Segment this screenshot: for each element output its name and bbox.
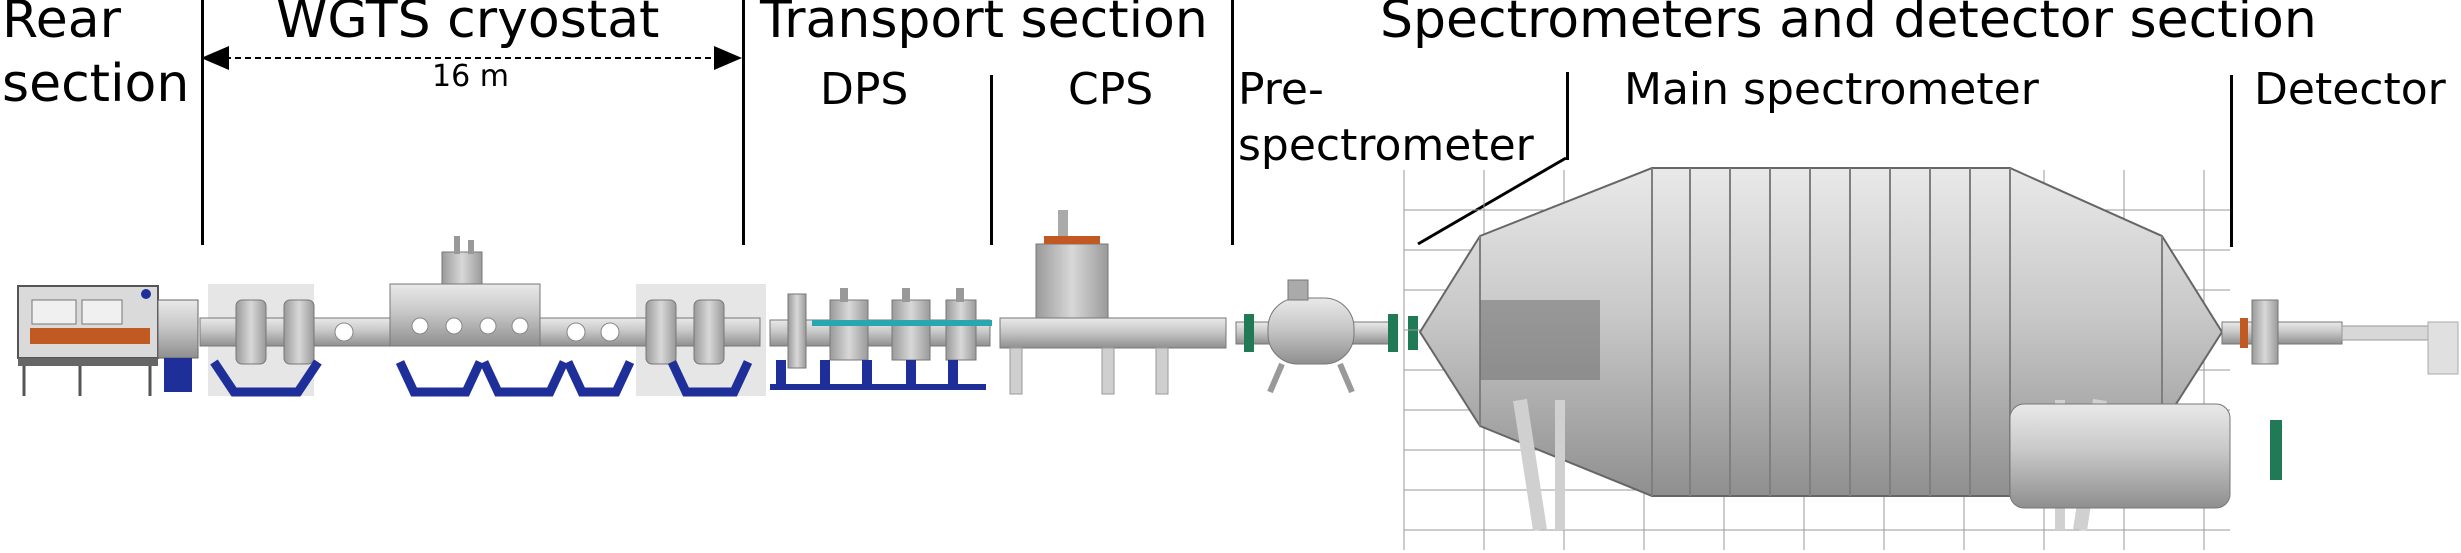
main-spectrometer-label: Main spectrometer: [1624, 64, 2039, 115]
rear-section-label-line2: section: [2, 54, 190, 114]
pre-spectrometer-drawing: [1235, 279, 1418, 394]
rear-section-drawing: [17, 285, 199, 396]
dps-label: DPS: [820, 64, 909, 115]
divider-rear-wgts: [201, 0, 204, 245]
divider-main-detector: [2230, 75, 2233, 247]
wgts-cryostat-label: WGTS cryostat: [276, 0, 660, 50]
detector-drawing: [2221, 299, 2459, 480]
divider-transport-spectrometers: [1231, 0, 1234, 245]
divider-pre-main: [1566, 72, 1569, 160]
main-spectrometer-drawing: [1403, 167, 2231, 550]
pre-spectrometer-label-line2: spectrometer: [1238, 120, 1534, 171]
pre-spectrometer-leader-line: [1417, 156, 1567, 246]
cps-label: CPS: [1068, 64, 1154, 115]
divider-wgts-transport: [742, 0, 745, 245]
rear-section-label-line1: Rear: [2, 0, 122, 50]
detector-label: Detector: [2254, 64, 2446, 115]
dps-drawing: [769, 288, 992, 390]
divider-dps-cps: [990, 75, 993, 245]
pre-spectrometer-label-line1: Pre-: [1238, 64, 1324, 115]
spectrometers-detector-section-label: Spectrometers and detector section: [1380, 0, 2317, 50]
wgts-cryostat-drawing: [199, 236, 766, 397]
cps-drawing: [999, 210, 1227, 395]
transport-section-label: Transport section: [760, 0, 1208, 50]
